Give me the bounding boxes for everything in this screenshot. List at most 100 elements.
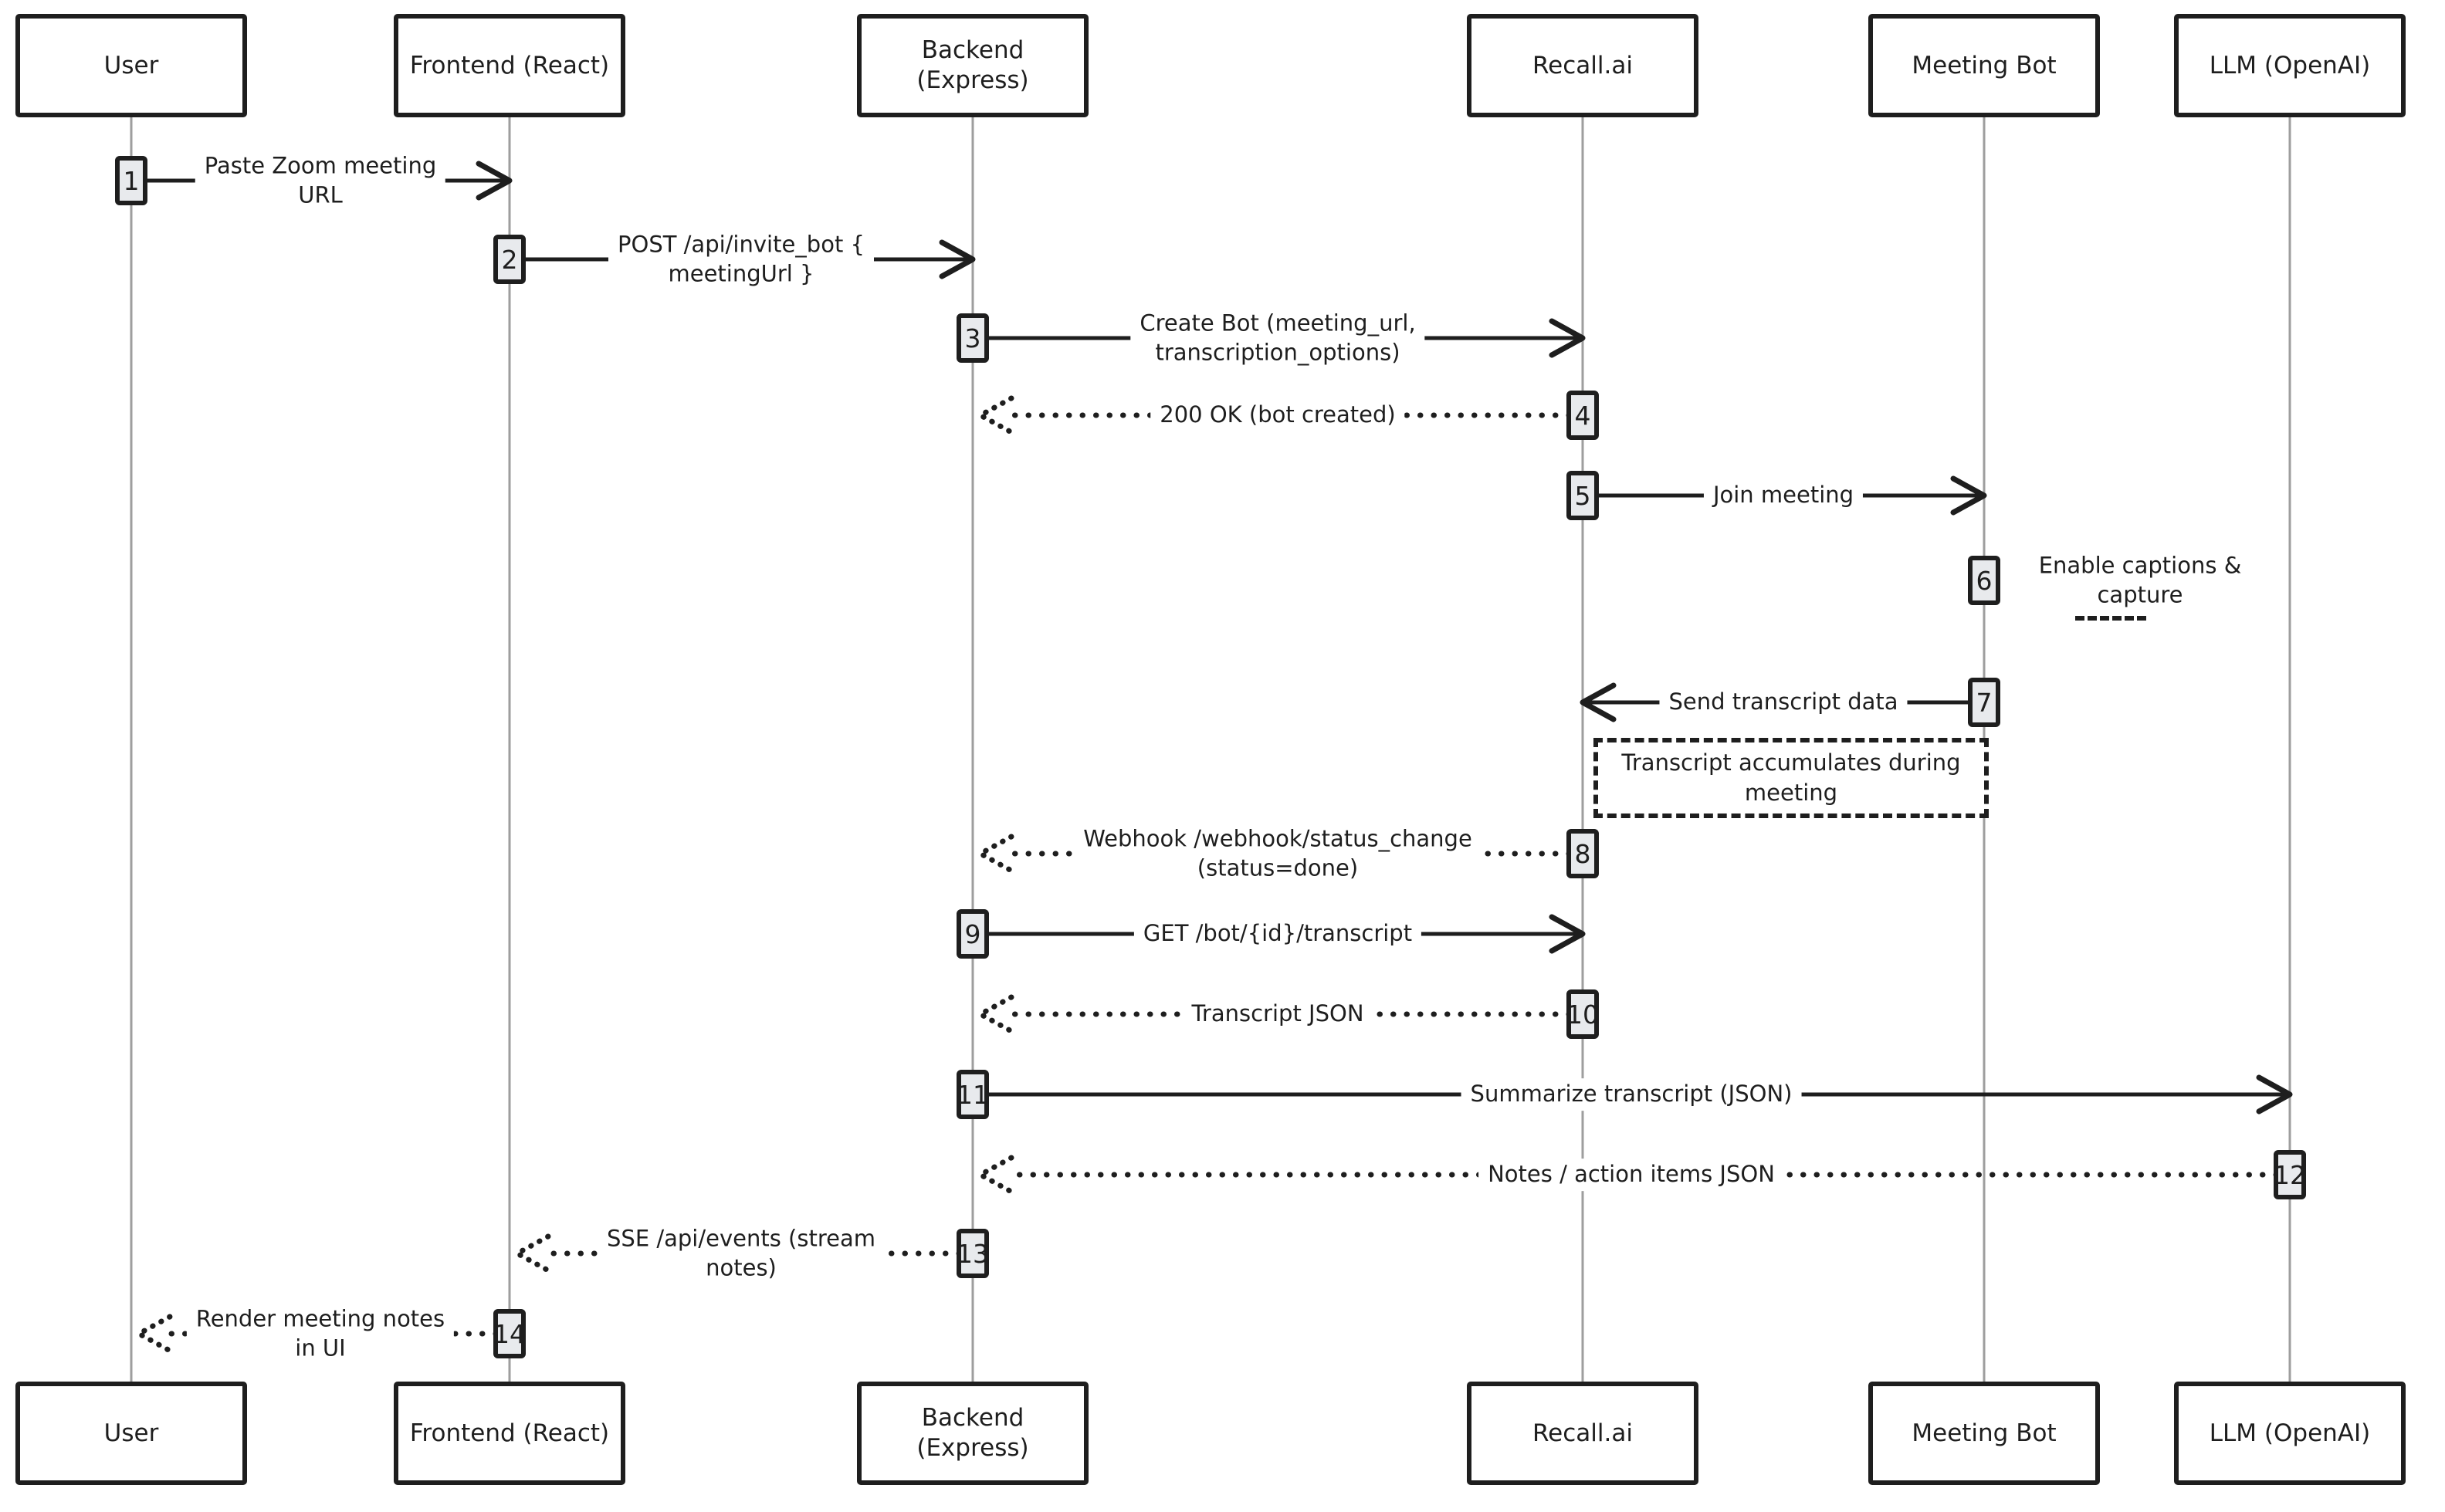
participant-top-frontend: Frontend (React) — [394, 14, 625, 117]
message-label-10: Transcript JSON — [1182, 998, 1373, 1030]
self-loop-dashes — [2075, 616, 2146, 621]
message-text-line: Enable captions & — [2038, 552, 2242, 579]
arrowhead-9 — [1549, 914, 1586, 954]
message-number: 8 — [1574, 838, 1591, 869]
participant-bottom-user: User — [15, 1382, 247, 1485]
arrowhead-10 — [977, 994, 1014, 1034]
arrowhead-2 — [939, 239, 976, 279]
message-label-4: 200 OK (bot created) — [1150, 399, 1405, 431]
message-marker-11: 11 — [957, 1070, 989, 1119]
message-number: 4 — [1574, 400, 1591, 431]
message-text-line: Webhook /webhook/status_change — [1083, 825, 1472, 852]
note-box: Transcript accumulates during meeting — [1593, 738, 1989, 818]
message-text-line: meetingUrl } — [668, 260, 814, 286]
message-label-8: Webhook /webhook/status_change(status=do… — [1074, 823, 1482, 885]
arrowhead-13 — [514, 1233, 551, 1274]
message-text-line: (status=done) — [1197, 854, 1359, 881]
message-number: 2 — [501, 244, 518, 275]
message-label-3: Create Bot (meeting_url,transcription_op… — [1130, 307, 1425, 369]
message-label-2: POST /api/invite_bot {meetingUrl } — [608, 228, 874, 290]
participant-label-line: Frontend (React) — [409, 1419, 610, 1447]
arrowhead-8 — [977, 834, 1014, 874]
participant-bottom-frontend: Frontend (React) — [394, 1382, 625, 1485]
participant-bottom-llm: LLM (OpenAI) — [2174, 1382, 2406, 1485]
participant-label-line: Recall.ai — [1532, 1419, 1633, 1447]
arrowhead-5 — [1950, 475, 1987, 516]
message-marker-5: 5 — [1566, 471, 1599, 520]
participant-bottom-recall: Recall.ai — [1467, 1382, 1698, 1485]
message-marker-14: 14 — [493, 1309, 526, 1358]
message-number: 1 — [123, 165, 140, 196]
message-marker-6: 6 — [1968, 556, 2000, 605]
participant-bottom-backend: Backend(Express) — [857, 1382, 1089, 1485]
message-marker-9: 9 — [957, 909, 989, 959]
message-marker-10: 10 — [1566, 989, 1599, 1039]
participant-label-line: User — [103, 51, 159, 79]
message-marker-1: 1 — [115, 156, 147, 205]
message-number: 11 — [957, 1079, 989, 1110]
message-text-line: notes) — [706, 1254, 777, 1280]
note-text-line: meeting — [1744, 780, 1838, 806]
message-number: 13 — [957, 1238, 989, 1269]
arrowhead-4 — [977, 395, 1014, 435]
participant-label-line: Meeting Bot — [1912, 1419, 2057, 1447]
arrowhead-11 — [2256, 1074, 2293, 1115]
participant-label-line: Backend — [921, 1404, 1024, 1433]
participant-top-recall: Recall.ai — [1467, 14, 1698, 117]
message-text-line: Transcript JSON — [1191, 1000, 1364, 1027]
participant-label-line: Backend — [921, 36, 1024, 65]
participant-top-backend: Backend(Express) — [857, 14, 1089, 117]
message-number: 5 — [1574, 480, 1591, 511]
participant-top-llm: LLM (OpenAI) — [2174, 14, 2406, 117]
message-number: 10 — [1566, 999, 1599, 1030]
message-label-12: Notes / action items JSON — [1478, 1159, 1784, 1191]
message-marker-2: 2 — [493, 235, 526, 284]
message-marker-3: 3 — [957, 313, 989, 363]
message-text-line: capture — [2097, 581, 2183, 607]
message-text-line: Paste Zoom meeting — [204, 152, 437, 179]
message-text-line: in UI — [295, 1334, 346, 1361]
arrowhead-7 — [1580, 682, 1617, 722]
message-text-line: SSE /api/events (stream — [607, 1225, 875, 1252]
message-text-line: Send transcript data — [1668, 688, 1898, 715]
arrowhead-3 — [1549, 318, 1586, 358]
message-label-7: Send transcript data — [1659, 686, 1908, 719]
message-label-6: Enable captions &capture — [2029, 550, 2251, 611]
participant-label-line: LLM (OpenAI) — [2209, 51, 2371, 79]
message-label-5: Join meeting — [1703, 479, 1864, 512]
message-text-line: Notes / action items JSON — [1488, 1161, 1775, 1188]
message-marker-7: 7 — [1968, 678, 2000, 727]
message-marker-8: 8 — [1566, 829, 1599, 878]
message-marker-12: 12 — [2274, 1150, 2306, 1199]
participant-top-user: User — [15, 14, 247, 117]
message-arrow-12 — [977, 1155, 2293, 1195]
message-number: 3 — [964, 323, 981, 353]
message-number: 9 — [964, 918, 981, 949]
note-text-line: Transcript accumulates during — [1621, 749, 1961, 776]
message-text-line: 200 OK (bot created) — [1160, 401, 1396, 428]
message-text-line: transcription_options) — [1155, 339, 1400, 365]
message-text-line: Render meeting notes — [195, 1305, 445, 1332]
participant-bottom-meeting-bot: Meeting Bot — [1868, 1382, 2100, 1485]
participant-label-line: (Express) — [916, 66, 1029, 94]
arrowhead-14 — [136, 1314, 173, 1354]
arrowhead-12 — [977, 1155, 1014, 1195]
message-number: 7 — [1976, 687, 1993, 718]
participant-label-line: (Express) — [916, 1434, 1029, 1462]
message-text-line: Create Bot (meeting_url, — [1140, 310, 1416, 337]
message-text-line: Summarize transcript (JSON) — [1470, 1081, 1793, 1108]
arrowhead-1 — [476, 161, 513, 201]
message-text-line: GET /bot/{id}/transcript — [1143, 920, 1413, 947]
participant-label-line: User — [103, 1419, 159, 1447]
message-number: 6 — [1976, 565, 1993, 596]
participant-top-meeting-bot: Meeting Bot — [1868, 14, 2100, 117]
message-number: 12 — [2274, 1159, 2306, 1190]
message-label-9: GET /bot/{id}/transcript — [1133, 918, 1422, 950]
message-marker-4: 4 — [1566, 391, 1599, 440]
participant-label-line: LLM (OpenAI) — [2209, 1419, 2371, 1447]
